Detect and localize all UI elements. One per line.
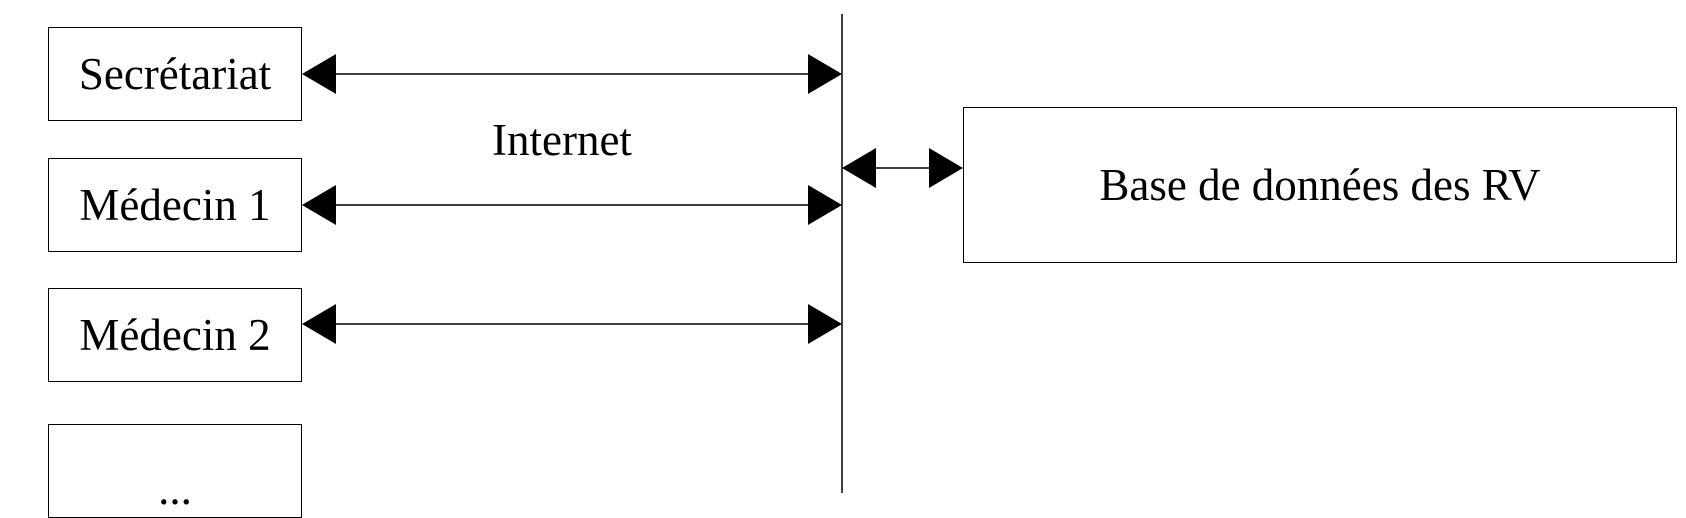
arrowhead-right-icon <box>808 185 842 225</box>
client-label-more: ... <box>158 464 192 514</box>
client-label-medecin-1: Médecin 1 <box>79 179 271 230</box>
arrowhead-left-icon <box>302 304 336 344</box>
diagram-connectors <box>302 14 963 493</box>
arrow-medecin-2-internet <box>302 304 842 344</box>
arrowhead-left-icon <box>302 54 336 94</box>
network-diagram: Secrétariat Médecin 1 Médecin 2 ... Inte… <box>48 14 1677 518</box>
arrow-secretariat-internet <box>302 54 842 94</box>
arrowhead-right-icon <box>808 304 842 344</box>
arrowhead-right-icon <box>808 54 842 94</box>
arrow-medecin-1-internet <box>302 185 842 225</box>
arrowhead-left-icon <box>302 185 336 225</box>
client-label-secretariat: Secrétariat <box>78 48 272 99</box>
client-box-medecin-1: Médecin 1 <box>48 158 302 252</box>
arrow-internet-database <box>842 148 963 188</box>
internet-label: Internet <box>492 115 632 165</box>
client-box-medecin-2: Médecin 2 <box>48 288 302 382</box>
arrowhead-right-icon <box>929 148 963 188</box>
client-label-medecin-2: Médecin 2 <box>79 309 271 360</box>
client-box-more: ... <box>48 424 302 518</box>
arrowhead-left-icon <box>842 148 876 188</box>
database-box: Base de données des RV <box>963 107 1677 263</box>
database-label: Base de données des RV <box>1099 159 1541 210</box>
client-box-secretariat: Secrétariat <box>48 27 302 121</box>
